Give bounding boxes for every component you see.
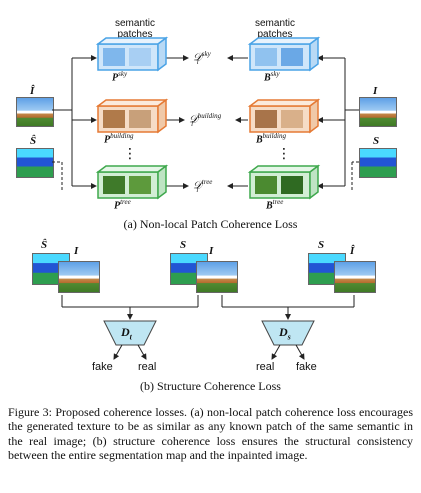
discriminator-ds-shape bbox=[261, 320, 315, 346]
caption-a: (a) Non-local Patch Coherence Loss bbox=[123, 217, 298, 231]
dt-output-fake: fake bbox=[92, 361, 113, 373]
inpainted-image-thumb bbox=[16, 97, 54, 127]
patch-cubes bbox=[95, 36, 321, 200]
generated-seg-thumb bbox=[16, 148, 54, 178]
pair2-label-a: S bbox=[180, 239, 187, 251]
svg-text:⋮: ⋮ bbox=[277, 146, 291, 162]
panel-b-connectors bbox=[61, 295, 355, 360]
label-b-building: Bbuilding bbox=[256, 132, 287, 146]
label-b-sky: Bsky bbox=[264, 70, 280, 84]
discriminator-dt-shape bbox=[103, 320, 157, 346]
pair3-label-a: S bbox=[318, 239, 325, 251]
label-p-sky: Psky bbox=[112, 70, 128, 84]
label-d-building: 𝒟buildingl bbox=[189, 112, 222, 128]
pair1-photo bbox=[58, 261, 100, 293]
label-p-building: Pbuilding bbox=[104, 132, 134, 146]
patch-cube-b-tree bbox=[247, 164, 321, 200]
pair3-photo bbox=[334, 261, 376, 293]
discriminator-dt-label: Dt bbox=[121, 325, 132, 342]
patch-cube-b-sky bbox=[247, 36, 321, 72]
label-b-tree: Btree bbox=[266, 198, 284, 212]
input-label-s: S bbox=[373, 135, 380, 147]
patch-cube-p-tree bbox=[95, 164, 169, 200]
ds-output-real: real bbox=[256, 361, 275, 373]
discriminator-ds-label: Ds bbox=[279, 325, 291, 342]
svg-text:⋮: ⋮ bbox=[123, 146, 137, 162]
input-label-s-hat: Ŝ bbox=[30, 135, 37, 147]
semantic-patches-label-right: semantic patches bbox=[254, 18, 295, 40]
input-label-i-hat: Î bbox=[30, 85, 35, 97]
label-d-tree: 𝒟treel bbox=[193, 178, 213, 194]
patch-cube-b-building bbox=[247, 98, 321, 134]
patch-cube-p-building bbox=[95, 98, 169, 134]
pair2-label-b: I bbox=[209, 245, 214, 257]
real-seg-thumb bbox=[359, 148, 397, 178]
input-label-i: I bbox=[373, 85, 378, 97]
panel-a-connectors: ⋮ ⋮ bbox=[52, 55, 359, 190]
pair1-label-a: Ŝ bbox=[41, 239, 48, 251]
pair1-label-b: I bbox=[74, 245, 79, 257]
semantic-patches-label-left: semantic patches bbox=[114, 18, 155, 40]
figure-caption: Figure 3: Proposed coherence losses. (a)… bbox=[8, 405, 413, 463]
caption-b: (b) Structure Coherence Loss bbox=[140, 379, 281, 393]
real-image-thumb bbox=[359, 97, 397, 127]
patch-cube-p-sky bbox=[95, 36, 169, 72]
label-p-tree: Ptree bbox=[114, 198, 131, 212]
ds-output-fake: fake bbox=[296, 361, 317, 373]
dt-output-real: real bbox=[138, 361, 157, 373]
pair2-photo bbox=[196, 261, 238, 293]
panel-a: semantic patches semantic patches Î Ŝ I … bbox=[0, 0, 421, 235]
label-d-sky: 𝒟skyl bbox=[193, 50, 211, 66]
pair3-label-b: Î bbox=[350, 245, 355, 257]
panel-b: Ŝ I S I S Î Dt Ds fak bbox=[0, 235, 421, 400]
